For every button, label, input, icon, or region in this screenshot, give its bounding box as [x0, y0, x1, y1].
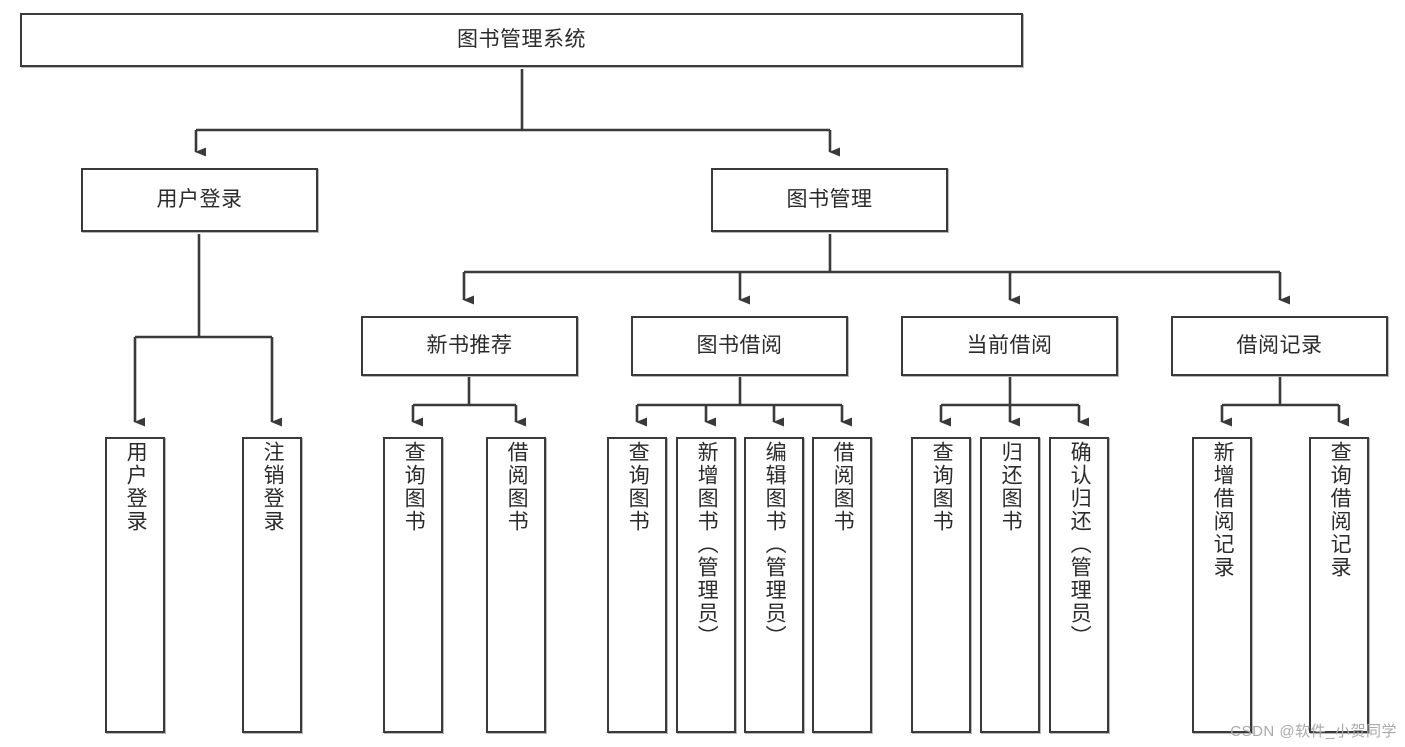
- node-borrow-record[interactable]: 借阅记录: [1171, 316, 1388, 376]
- node-leaf-user-login[interactable]: 用户登录: [105, 437, 165, 733]
- node-leaf-add-record[interactable]: 新增借阅记录: [1192, 437, 1252, 733]
- node-user-login-label: 用户登录: [156, 188, 243, 212]
- node-new-book-recommend[interactable]: 新书推荐: [361, 316, 578, 376]
- node-leaf-add-record-label: 新增借阅记录: [1211, 441, 1235, 579]
- node-current-borrow[interactable]: 当前借阅: [901, 316, 1118, 376]
- node-leaf-return-book[interactable]: 归还图书: [980, 437, 1040, 733]
- node-leaf-borrow-book-1[interactable]: 借阅图书: [486, 437, 546, 733]
- node-leaf-borrow-book-2-label: 借阅图书: [831, 441, 855, 533]
- node-leaf-query-record-label: 查询借阅记录: [1328, 441, 1352, 579]
- csdn-watermark: CSDN @软件_小贺同学: [1230, 723, 1397, 740]
- node-leaf-borrow-book-2[interactable]: 借阅图书: [812, 437, 872, 733]
- node-book-borrow[interactable]: 图书借阅: [631, 316, 848, 376]
- node-leaf-user-login-label: 用户登录: [124, 441, 148, 533]
- node-root-label: 图书管理系统: [457, 28, 586, 52]
- node-leaf-query-book-1[interactable]: 查询图书: [383, 437, 443, 733]
- node-leaf-query-book-2-label: 查询图书: [626, 441, 650, 533]
- node-leaf-query-book-3-label: 查询图书: [930, 441, 954, 533]
- node-leaf-borrow-book-1-label: 借阅图书: [505, 441, 529, 533]
- node-leaf-query-book-1-label: 查询图书: [402, 441, 426, 533]
- node-new-book-recommend-label: 新书推荐: [426, 334, 513, 358]
- node-book-manage-label: 图书管理: [786, 188, 873, 212]
- node-current-borrow-label: 当前借阅: [966, 334, 1053, 358]
- node-leaf-confirm-return[interactable]: 确认归还（管理员）: [1049, 437, 1109, 733]
- node-borrow-record-label: 借阅记录: [1236, 334, 1323, 358]
- node-leaf-return-book-label: 归还图书: [999, 441, 1023, 533]
- node-leaf-confirm-return-label: 确认归还（管理员）: [1068, 441, 1092, 648]
- node-leaf-query-book-3[interactable]: 查询图书: [911, 437, 971, 733]
- node-user-login[interactable]: 用户登录: [81, 168, 318, 232]
- node-leaf-query-book-2[interactable]: 查询图书: [607, 437, 667, 733]
- node-leaf-user-logout-label: 注销登录: [261, 441, 285, 533]
- node-leaf-edit-book-label: 编辑图书（管理员）: [763, 441, 787, 648]
- node-leaf-user-logout[interactable]: 注销登录: [242, 437, 302, 733]
- node-book-manage[interactable]: 图书管理: [711, 168, 948, 232]
- node-root[interactable]: 图书管理系统: [20, 13, 1023, 67]
- node-leaf-add-book-label: 新增图书（管理员）: [695, 441, 719, 648]
- node-leaf-edit-book[interactable]: 编辑图书（管理员）: [744, 437, 804, 733]
- node-leaf-query-record[interactable]: 查询借阅记录: [1309, 437, 1369, 733]
- node-book-borrow-label: 图书借阅: [696, 334, 783, 358]
- node-leaf-add-book[interactable]: 新增图书（管理员）: [676, 437, 736, 733]
